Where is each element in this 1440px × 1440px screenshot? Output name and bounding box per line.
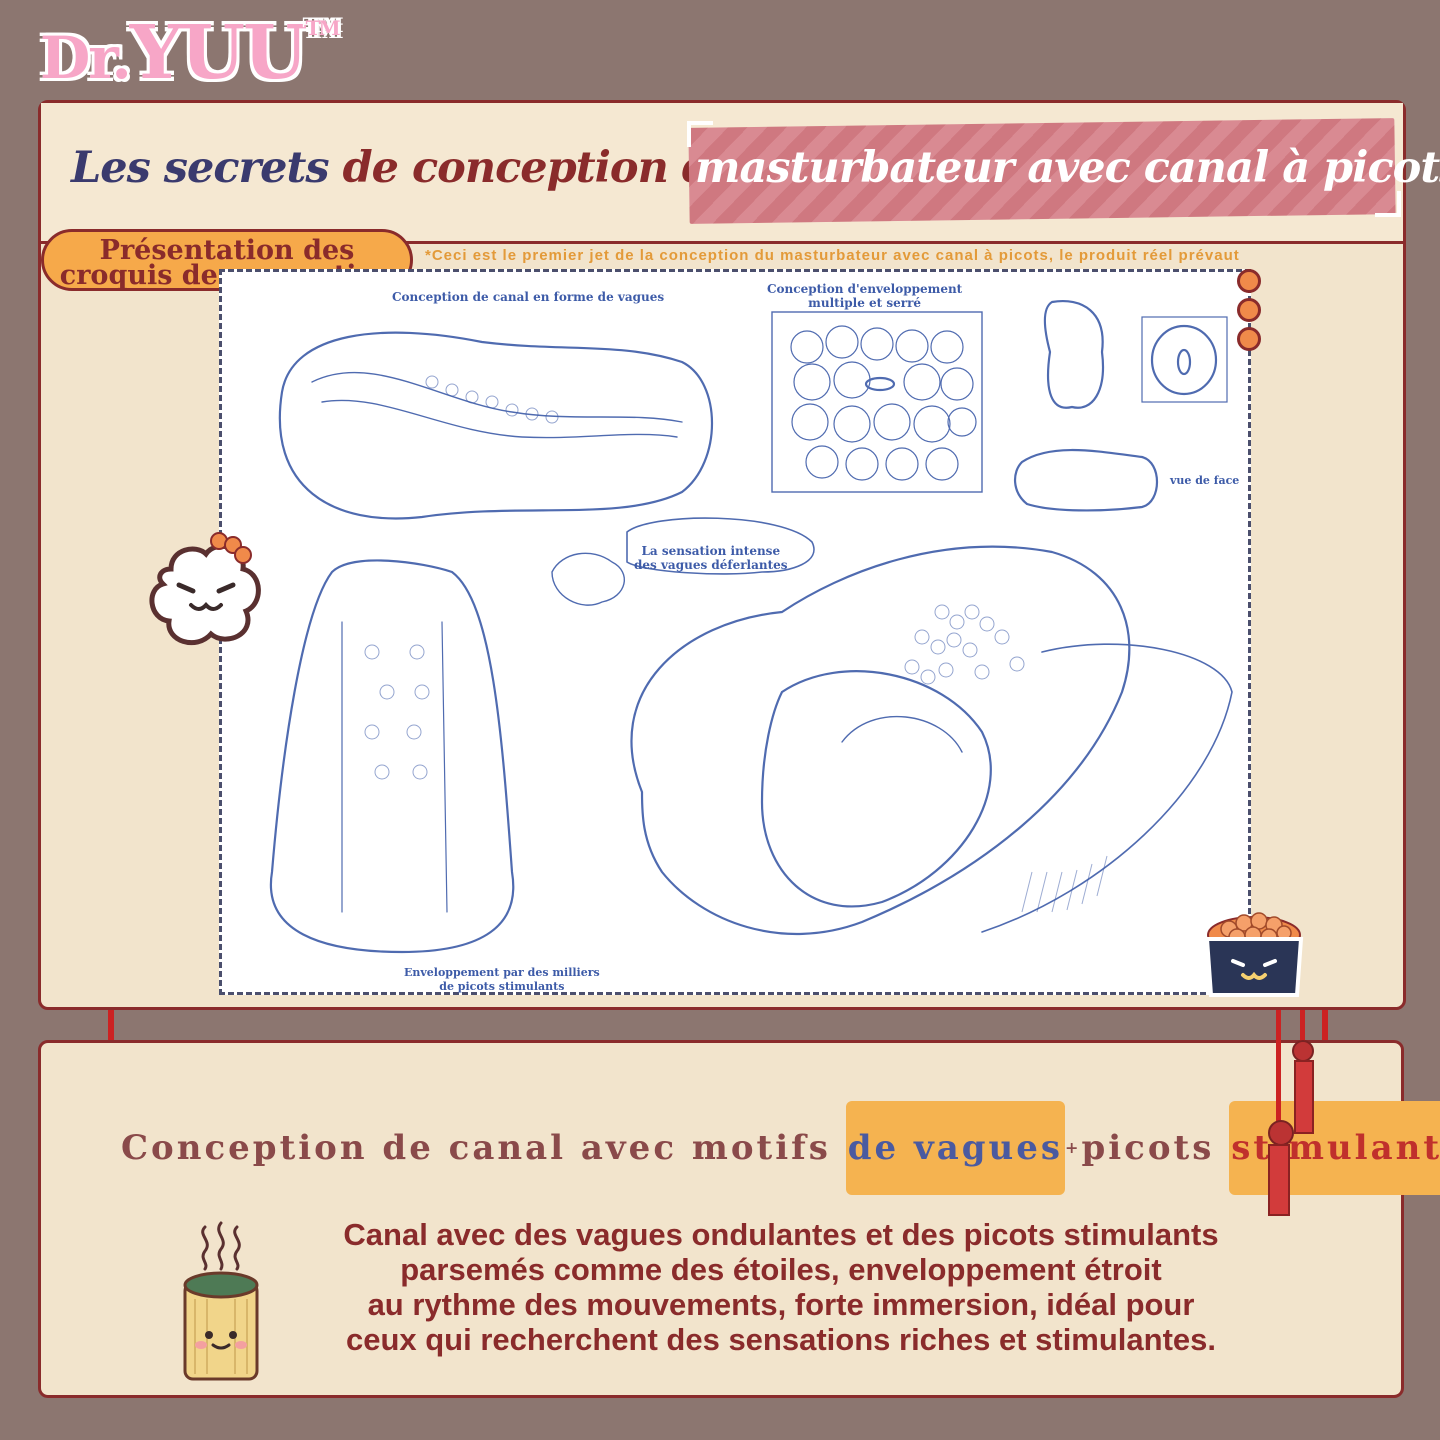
disclaimer-note: *Ceci est le premier jet de la conceptio…	[425, 247, 1240, 264]
cloud-mascot-icon	[149, 532, 261, 646]
design-sketch-illustration	[269, 300, 1233, 954]
tassel-body	[1268, 1144, 1290, 1216]
feature-highlight-waves: de vagues	[845, 1101, 1066, 1195]
brand-logo: Dr.YUUTM	[40, 10, 341, 96]
title-part2: de conception du	[328, 143, 743, 193]
sushi-mascot-icon	[1204, 912, 1304, 997]
description-line4: ceux qui recherchent des sensations rich…	[345, 1322, 1217, 1357]
title-strip: Les secrets de conception du masturbateu…	[41, 103, 1440, 244]
feature-highlight-stimulants: stimulants	[1229, 1101, 1440, 1195]
label-wrap-design: Conception d'enveloppement multiple et s…	[767, 282, 962, 310]
brand-logo-dr: Dr.	[40, 24, 132, 92]
feature-part1: Conception de canal avec motifs	[121, 1128, 846, 1168]
page-title: Les secrets de conception du	[71, 143, 743, 193]
tassel-string	[1300, 1010, 1305, 1050]
tassel-body	[1294, 1060, 1314, 1134]
description-line2: parsemés comme des étoiles, enveloppemen…	[400, 1252, 1162, 1287]
corner-bracket-icon	[1375, 191, 1401, 217]
bottom-line2: de picots stimulants	[439, 980, 565, 993]
feature-part2: picots	[1081, 1128, 1230, 1168]
feature-description: Canal avec des vagues ondulantes et des …	[281, 1217, 1281, 1357]
tassel-knot-icon	[1292, 1040, 1314, 1062]
orange-dot-icon	[1237, 269, 1261, 293]
design-panel: Les secrets de conception du masturbateu…	[38, 100, 1440, 1010]
label-wave-channel: Conception de canal en forme de vagues	[392, 290, 665, 304]
description-line3: au rythme des mouvements, forte immersio…	[367, 1287, 1195, 1322]
bottom-line1: Enveloppement par des milliers	[404, 966, 600, 979]
description-line1: Canal avec des vagues ondulantes et des …	[343, 1217, 1219, 1252]
badge-line1: Présentation des	[99, 235, 355, 266]
label-spike-wrap: Enveloppement par des milliers de picots…	[404, 966, 600, 994]
red-string-icon	[108, 1010, 114, 1066]
orange-dot-icon	[1237, 298, 1261, 322]
feature-panel: Conception de canal avec motifs de vague…	[38, 1040, 1440, 1398]
tassel-string	[1276, 1010, 1281, 1128]
brand-logo-name: YUU	[129, 10, 308, 96]
red-string-icon	[1322, 1010, 1328, 1066]
label-front-view: vue de face	[1170, 474, 1240, 487]
bubble-line2: des vagues déferlantes	[634, 558, 788, 572]
feature-plus: +	[1065, 1138, 1082, 1157]
tassel-knot-icon	[1268, 1120, 1294, 1146]
sketch-board: Conception de canal en forme de vagues C…	[219, 269, 1251, 995]
title-part1: Les secrets	[71, 143, 330, 193]
orange-dot-icon	[1237, 327, 1261, 351]
brand-logo-tm: TM	[305, 16, 341, 40]
label-wrap-line1: Conception d'enveloppement	[767, 282, 963, 296]
corner-bracket-icon	[687, 121, 713, 147]
label-wave-sensation: La sensation intense des vagues déferlan…	[634, 544, 788, 572]
bubble-line1: La sensation intense	[641, 544, 781, 558]
tea-cup-mascot-icon	[183, 1221, 259, 1381]
decorative-dots	[1237, 269, 1261, 356]
label-wrap-line2: multiple et serré	[808, 296, 922, 310]
feature-title: Conception de canal avec motifs de vague…	[121, 1101, 1440, 1195]
title-highlight-text: masturbateur avec canal à picots	[695, 143, 1440, 193]
